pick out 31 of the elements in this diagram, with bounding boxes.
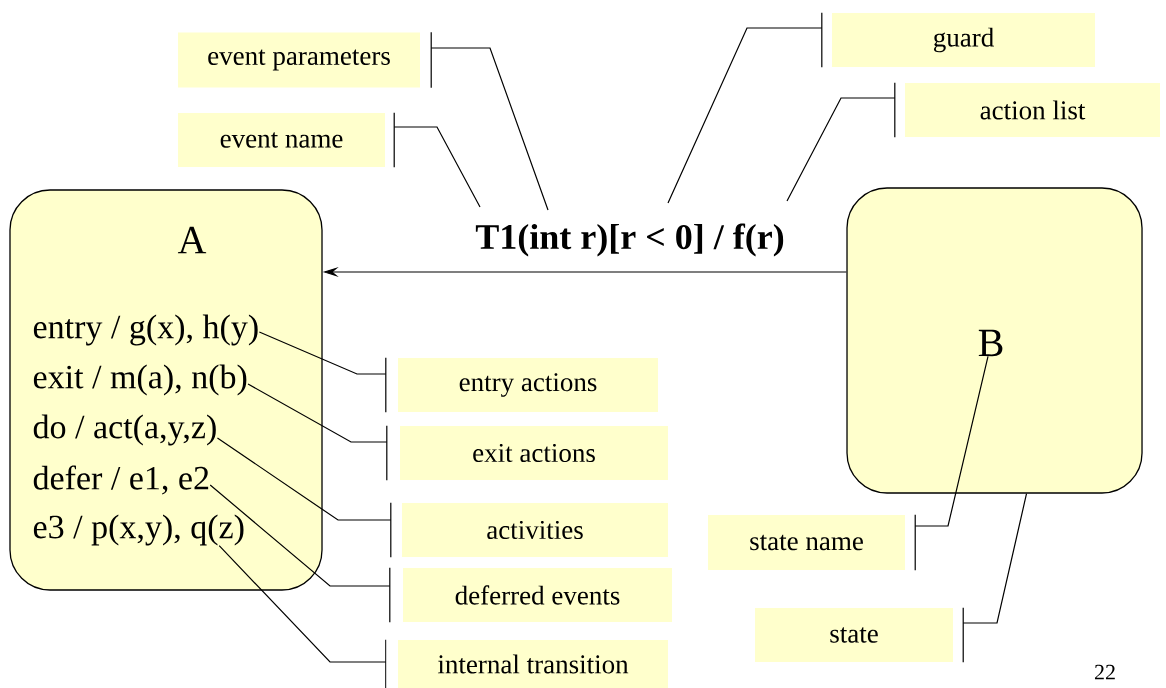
- leader-line: [216, 437, 392, 521]
- action-text: entry / g(x), h(y): [33, 314, 258, 346]
- leader-line: [209, 484, 391, 587]
- callout-box: state: [755, 607, 964, 663]
- state-box: [846, 187, 1143, 494]
- callout-box: internal transition: [385, 639, 668, 688]
- callout-box: entry actions: [385, 357, 658, 413]
- action-text: defer / e1, e2: [33, 465, 209, 495]
- callout-box: deferred events: [389, 567, 672, 623]
- leader-line: [247, 383, 388, 443]
- leader-line: [258, 331, 387, 375]
- leader-line: [914, 355, 989, 527]
- state-name: B: [978, 329, 1003, 357]
- leader-line: [786, 97, 896, 202]
- callout-box: event parameters: [178, 31, 432, 89]
- leader-line: [962, 493, 1028, 624]
- transition-label: T1(int r)[r < 0] / f(r): [475, 223, 784, 257]
- action-text: e3 / p(x,y), q(z): [33, 514, 244, 546]
- leader-line: [667, 27, 823, 204]
- callout-box: event name: [178, 112, 395, 168]
- leader-line: [218, 545, 387, 663]
- leader-line: [393, 126, 481, 208]
- action-text: exit / m(a), n(b): [33, 364, 247, 396]
- callout-box: activities: [390, 502, 668, 558]
- page-number: 22: [1095, 664, 1115, 680]
- action-text: do / act(a,y,z): [33, 414, 216, 446]
- callout-box: action list: [894, 82, 1160, 138]
- callout-box: guard: [821, 12, 1095, 68]
- callout-box: exit actions: [386, 425, 668, 481]
- callout-box: state name: [708, 514, 916, 571]
- leader-line: [430, 47, 549, 211]
